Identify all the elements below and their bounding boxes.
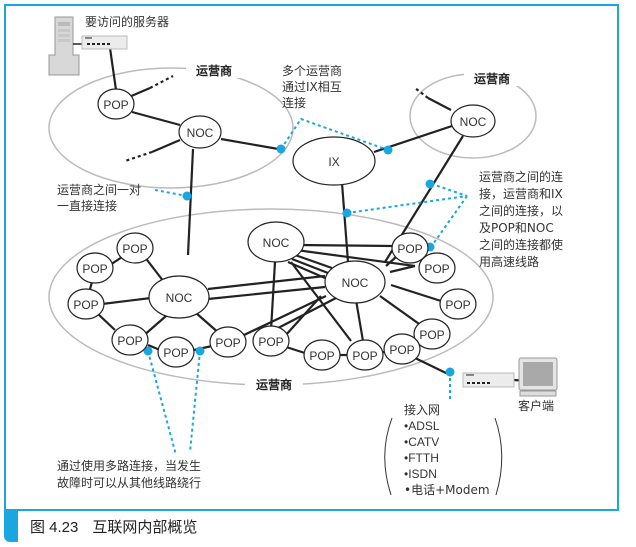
pop-node <box>383 333 421 365</box>
svg-text:通过IX相互: 通过IX相互 <box>282 80 342 94</box>
links <box>87 47 529 383</box>
access-item: •电话+Modem <box>404 483 490 497</box>
pop-node <box>76 252 114 284</box>
pop-node <box>346 339 384 371</box>
svg-text:之间的连接，以: 之间的连接，以 <box>479 203 563 218</box>
pop-label: POP <box>309 349 334 363</box>
svg-text:通过使用多路连接，当发生: 通过使用多路连接，当发生 <box>57 458 201 473</box>
server-label: 要访问的服务器 <box>85 14 169 29</box>
pop-label: POP <box>424 262 449 276</box>
svg-text:之间的连接都使: 之间的连接都使 <box>479 237 563 252</box>
callout-lines <box>147 117 468 456</box>
noc-node <box>450 104 496 138</box>
pop-node <box>252 325 290 357</box>
pop-label: POP <box>73 298 98 312</box>
pop-node <box>413 318 451 350</box>
noc-node <box>178 115 222 149</box>
ix-node <box>292 136 376 186</box>
figure-number: 图 4.23 <box>30 519 79 536</box>
pop-label: POP <box>258 335 283 349</box>
noc-node <box>247 221 305 263</box>
pop-label: POP <box>122 242 147 256</box>
access-item: •ADSL <box>404 419 440 433</box>
access-item: •FTTH <box>404 451 439 465</box>
svg-text:一直接连接: 一直接连接 <box>57 198 117 213</box>
carrier-label-top-left: 运营商 <box>196 63 232 78</box>
pop-label: POP <box>419 328 444 342</box>
noc-label: NOC <box>187 126 214 140</box>
noc-label: NOC <box>166 291 193 305</box>
pop-node <box>97 88 135 120</box>
carrier-label-bottom: 运营商 <box>256 377 292 392</box>
noc-label: NOC <box>263 236 290 250</box>
annotation-ix-interconnect: 多个运营商 通过IX相互 连接 <box>282 63 342 110</box>
pop-label: POP <box>82 262 107 276</box>
pop-node <box>439 288 477 320</box>
access-item: •ISDN <box>404 467 437 481</box>
svg-text:多个运营商: 多个运营商 <box>282 63 342 78</box>
pop-node <box>116 232 154 264</box>
pop-node <box>418 252 456 284</box>
figure-caption: 图 4.23 互联网内部概览 <box>30 516 197 537</box>
annotation-high-speed: 运营商之间的连 接，运营商和IX 之间的连接，以 及POP和NOC 之间的连接都… <box>479 169 563 269</box>
pop-node <box>157 336 195 368</box>
access-network-title: 接入网 <box>404 402 440 417</box>
pop-label: POP <box>103 98 128 112</box>
router-icon-client <box>462 372 515 388</box>
pop-label: POP <box>352 349 377 363</box>
figure-frame <box>4 4 619 511</box>
pop-node <box>209 326 247 358</box>
carrier-label-top-right: 运营商 <box>474 71 510 86</box>
ix-label: IX <box>328 155 339 169</box>
pop-node <box>391 232 429 264</box>
caption-accent-bar <box>4 509 18 542</box>
pop-label: POP <box>397 242 422 256</box>
access-network-list: 接入网 •ADSL •CATV •FTTH •ISDN •电话+Modem <box>384 402 503 497</box>
pop-label: POP <box>389 343 414 357</box>
pop-node <box>303 339 341 371</box>
annotation-redundancy: 通过使用多路连接，当发生 故障时可以从其他线路绕行 <box>57 458 201 490</box>
client-label: 客户端 <box>518 398 554 413</box>
svg-text:接，运营商和IX: 接，运营商和IX <box>479 186 563 201</box>
noc-label: NOC <box>460 115 487 129</box>
svg-text:及POP和NOC: 及POP和NOC <box>479 221 554 235</box>
pop-node <box>111 324 149 356</box>
access-item: •CATV <box>404 435 439 449</box>
client-monitor-icon <box>518 357 558 397</box>
noc-label: NOC <box>342 276 369 290</box>
annotation-direct-peer: 运营商之间一对 一直接连接 <box>57 182 141 213</box>
noc-node <box>148 275 210 319</box>
pop-node <box>67 288 105 320</box>
svg-text:连接: 连接 <box>282 95 306 110</box>
pop-label: POP <box>215 336 240 350</box>
pop-label: POP <box>163 346 188 360</box>
carrier-ring-top-left <box>48 67 294 189</box>
svg-text:运营商之间一对: 运营商之间一对 <box>57 182 141 197</box>
pop-label: POP <box>445 298 470 312</box>
svg-text:用高速线路: 用高速线路 <box>479 254 539 269</box>
svg-text:故障时可以从其他线路绕行: 故障时可以从其他线路绕行 <box>57 475 201 490</box>
router-icon-server <box>73 35 128 50</box>
noc-node <box>324 260 386 304</box>
pop-label: POP <box>117 334 142 348</box>
figure-title: 互联网内部概览 <box>92 518 198 536</box>
svg-text:运营商之间的连: 运营商之间的连 <box>479 169 563 184</box>
server-icon <box>48 16 80 76</box>
